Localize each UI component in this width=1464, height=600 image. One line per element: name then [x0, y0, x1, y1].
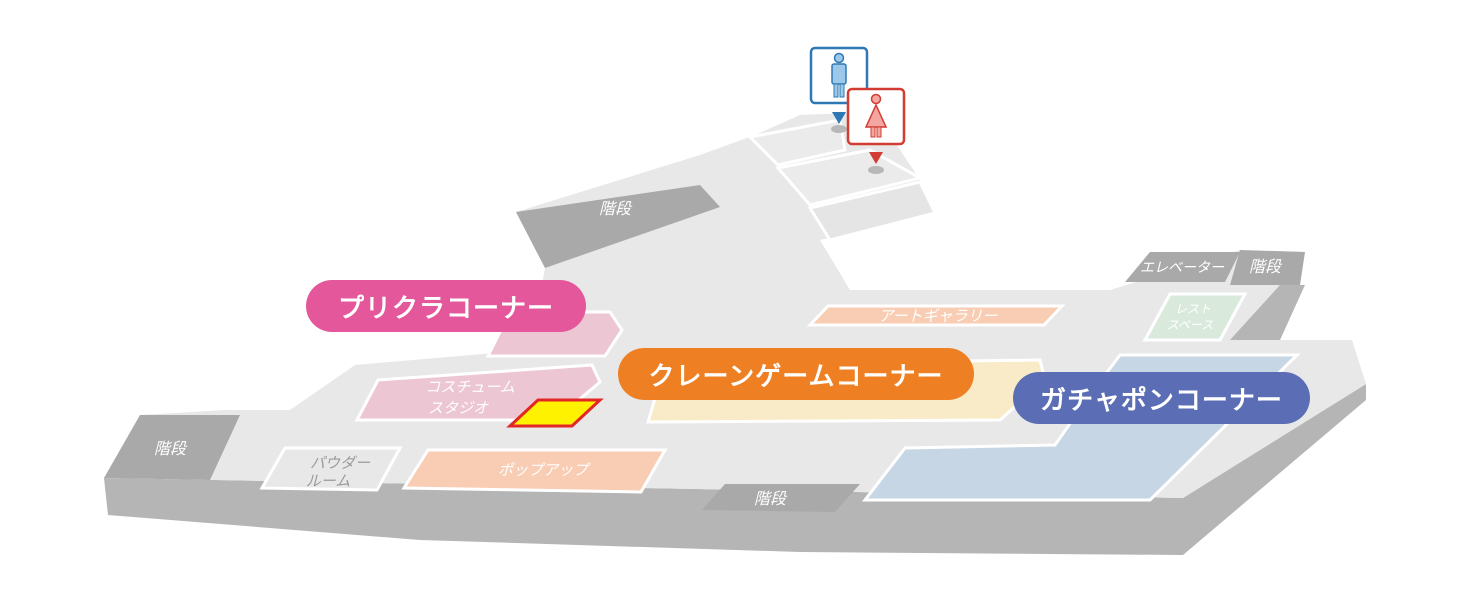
elevator-label: エレベーター — [1140, 260, 1225, 276]
art-gallery-label: アートギャラリー — [878, 307, 998, 325]
stairs-right-block — [1230, 250, 1305, 285]
rest-space-label-1: レスト — [1175, 302, 1211, 316]
top-annex-panel-3 — [807, 180, 938, 242]
rest-space-area — [1142, 292, 1248, 342]
rest-space-label-2: スペース — [1167, 318, 1214, 332]
stairs-top — [516, 185, 720, 268]
right-side-wall — [1230, 285, 1305, 340]
popup-area — [401, 448, 668, 494]
stairs-bottom-label: 階段 — [754, 489, 788, 508]
crane-game-corner-label[interactable]: クレーンゲームコーナー — [618, 348, 974, 400]
stairs-bottom — [702, 484, 860, 512]
stairs-right-label: 階段 — [1249, 257, 1283, 276]
floor-side — [104, 384, 1366, 555]
top-annex-panel-2 — [775, 148, 925, 207]
powder-room-label-1: パウダー — [310, 454, 371, 472]
purikura-corner-label[interactable]: プリクラコーナー — [306, 280, 586, 332]
costume-studio-label-1: コスチューム — [425, 378, 515, 396]
costume-studio-label-2: スタジオ — [428, 399, 489, 417]
powder-room-area — [259, 446, 403, 492]
stairs-left — [104, 415, 240, 480]
art-gallery-area — [806, 304, 1066, 327]
powder-room-label-2: ルーム — [306, 472, 351, 490]
gachapon-corner-label[interactable]: ガチャポンコーナー — [1013, 372, 1310, 424]
popup-label: ポップアップ — [498, 461, 591, 479]
female-restroom-icon[interactable] — [846, 87, 906, 174]
top-annex-panel — [746, 118, 847, 167]
highlight-spot — [506, 398, 604, 428]
stairs-top-label: 階段 — [599, 199, 633, 218]
elevator-block — [1125, 252, 1240, 282]
stairs-left-label: 階段 — [154, 439, 188, 458]
